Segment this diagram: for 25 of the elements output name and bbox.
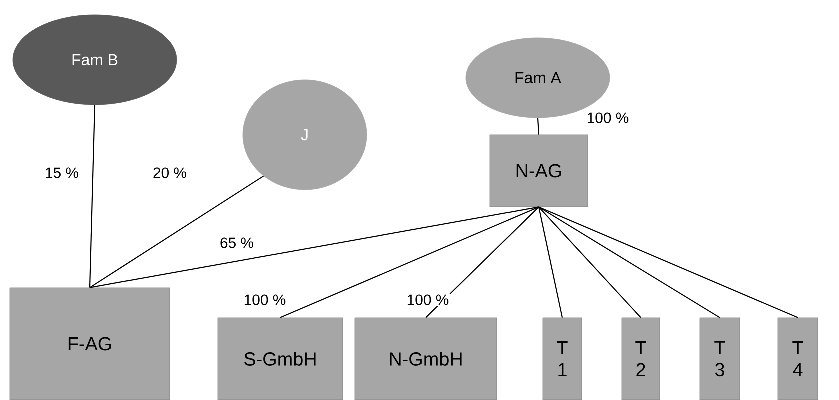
connector-line bbox=[89, 105, 96, 288]
oval: Fam B bbox=[12, 14, 178, 106]
edge-label: 100 % bbox=[242, 294, 288, 306]
company-box: N-AG bbox=[490, 134, 588, 208]
connector-line bbox=[538, 206, 720, 318]
company-box: N-GmbH bbox=[354, 318, 498, 400]
oval: J bbox=[242, 80, 368, 190]
company-box: T 3 bbox=[700, 318, 740, 400]
company-box: T 4 bbox=[778, 318, 818, 400]
connector-line bbox=[538, 207, 564, 318]
connector-line bbox=[90, 206, 540, 288]
connector-line bbox=[538, 206, 642, 318]
edge-label: 20 % bbox=[152, 166, 188, 180]
edge-label: 100 % bbox=[406, 294, 450, 306]
company-box: S-GmbH bbox=[218, 318, 344, 400]
connector-line bbox=[538, 206, 798, 318]
company-box: T 2 bbox=[622, 318, 660, 400]
company-box: T 1 bbox=[542, 318, 582, 400]
connector-line bbox=[90, 176, 264, 288]
company-box: F-AG bbox=[10, 288, 170, 400]
connector-line bbox=[537, 118, 540, 135]
connector-line bbox=[280, 206, 540, 318]
edge-label: 15 % bbox=[44, 166, 80, 180]
edge-label: 65 % bbox=[218, 236, 256, 250]
connector-line bbox=[426, 206, 540, 318]
